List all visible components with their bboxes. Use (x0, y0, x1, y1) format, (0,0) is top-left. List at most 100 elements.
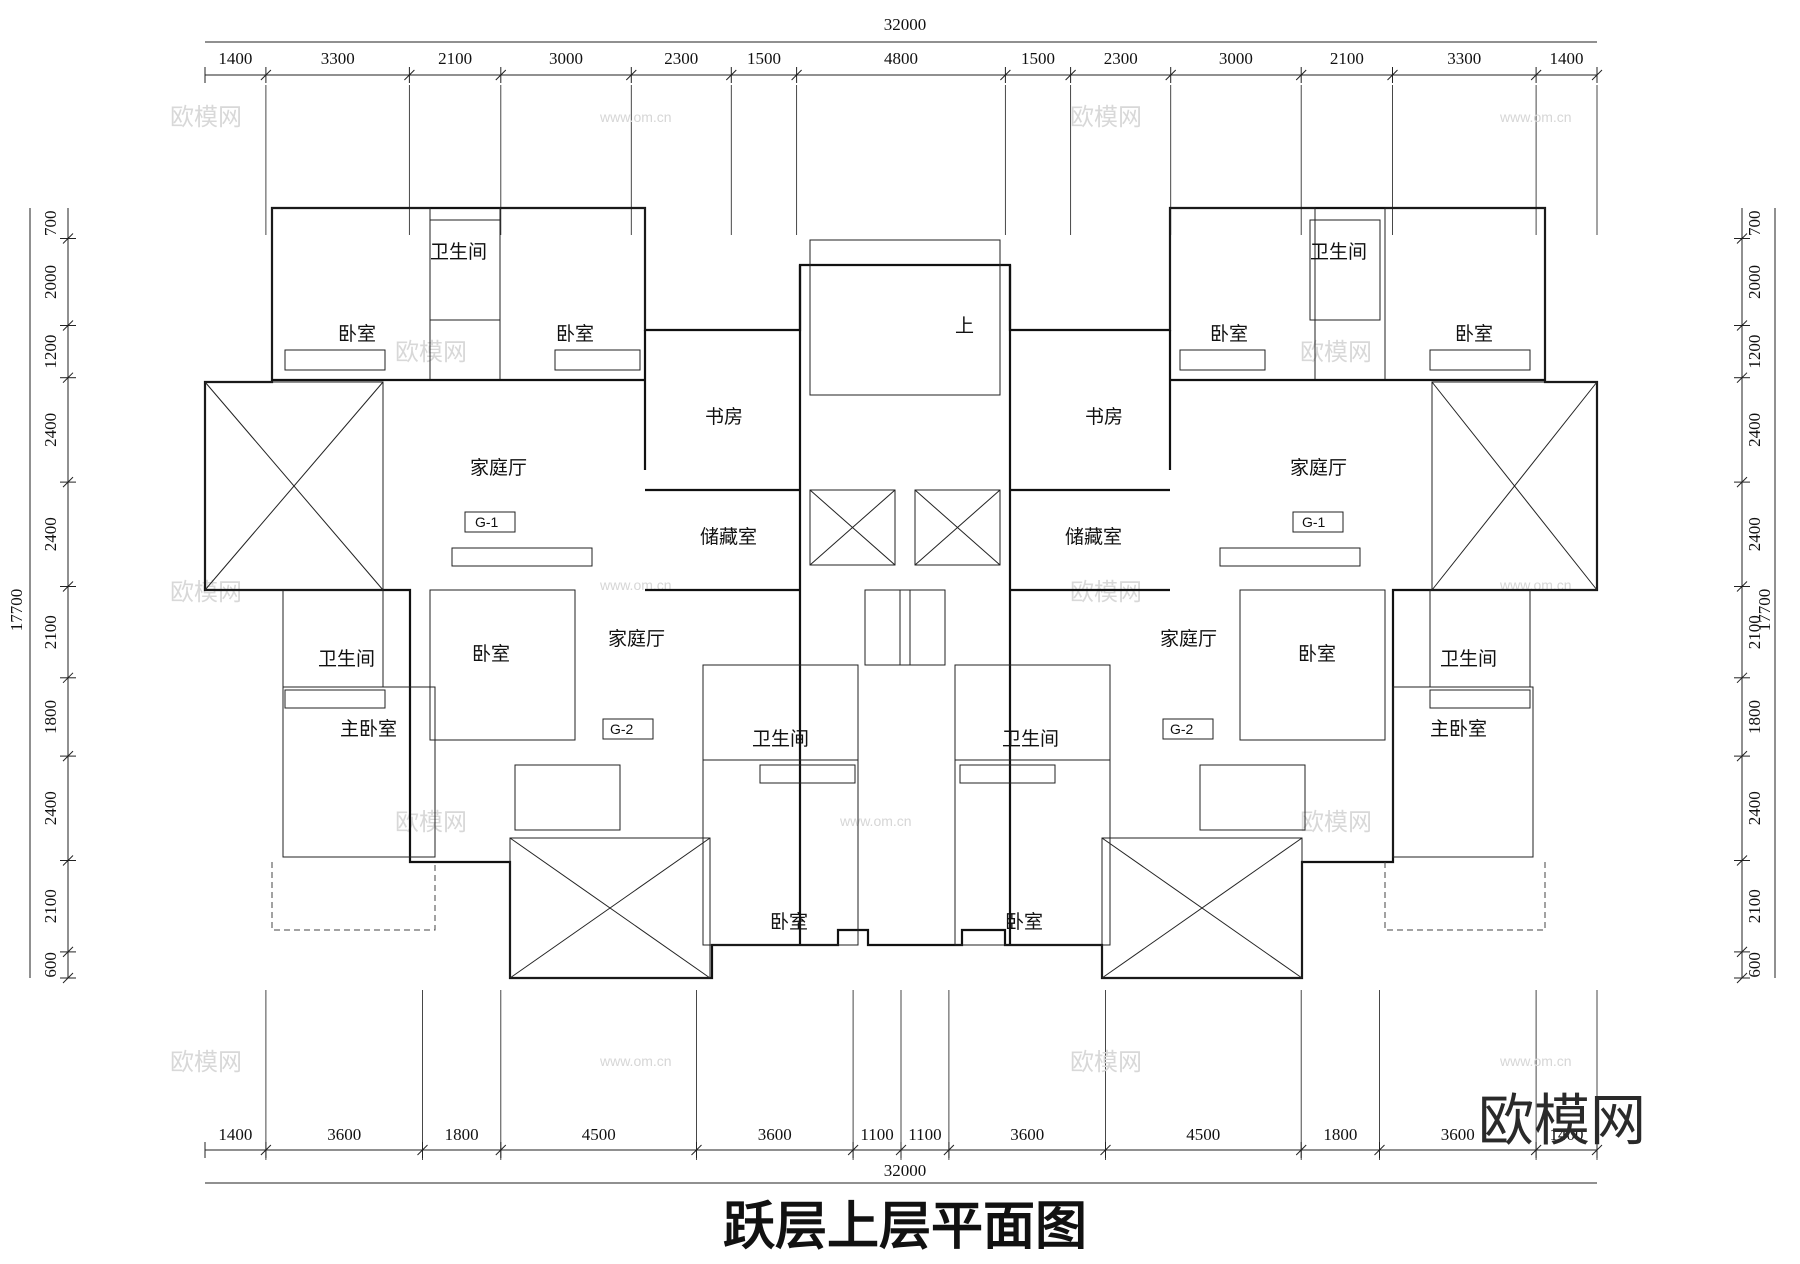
stair-tag-g2: G-2 (1170, 721, 1194, 737)
room-label-bedroom: 卧室 (1005, 911, 1043, 933)
dimension-value: 700 (1745, 210, 1764, 236)
dimension-value: 600 (1745, 952, 1764, 978)
dimension-value: 2100 (1745, 615, 1764, 649)
room-label-bathroom: 卫生间 (1310, 241, 1367, 263)
watermark-url: www.om.cn (839, 813, 912, 829)
dimension-value: 2300 (1104, 49, 1138, 68)
room-label-bedroom: 卧室 (770, 911, 808, 933)
dimension-value: 3300 (1447, 49, 1481, 68)
watermark-brand: 欧模网 (1070, 578, 1142, 606)
watermark-brand: 欧模网 (1070, 103, 1142, 131)
dimension-value: 1800 (1745, 700, 1764, 734)
drawing-title: 跃层上层平面图 (723, 1196, 1087, 1257)
dimension-value: 1400 (218, 1125, 252, 1144)
building-walls (203, 206, 1599, 980)
watermark-url: www.om.cn (1499, 1053, 1572, 1069)
watermark-url: www.om.cn (599, 1053, 672, 1069)
room-label-bathroom: 卫生间 (430, 241, 487, 263)
room-label-bathroom: 卫生间 (318, 648, 375, 670)
dimension-value: 1800 (445, 1125, 479, 1144)
dimension-value: 1400 (1550, 49, 1584, 68)
room-label-bathroom: 卫生间 (1002, 728, 1059, 750)
dimension-value: 1100 (908, 1125, 941, 1144)
room-label-bedroom: 卧室 (1210, 323, 1248, 345)
dimension-value: 2000 (41, 265, 60, 299)
dimension-value: 2300 (664, 49, 698, 68)
watermark-brand: 欧模网 (1300, 808, 1372, 836)
dimension-value: 1200 (1745, 335, 1764, 369)
dimension-value: 1400 (218, 49, 252, 68)
watermark-brand: 欧模网 (395, 338, 467, 366)
dimension-value: 2100 (41, 615, 60, 649)
dimension-value: 1400 (1550, 1125, 1584, 1144)
dimension-value: 3000 (549, 49, 583, 68)
dimension-right: 17700 700 2000 1200 2400 2400 2100 1800 2400 210… (1734, 208, 1776, 984)
room-label-family-hall: 家庭厅 (608, 628, 665, 650)
room-labels: 卫生间 卫生间 卧室 卧室 卧室 卧室 上 书房 书房 家庭厅 家庭厅 G-1 … (318, 241, 1497, 933)
dim-right-total: 17700 (1755, 589, 1774, 632)
room-label-storage: 储藏室 (700, 526, 757, 548)
dimension-value: 2100 (41, 889, 60, 923)
dimension-value: 2400 (41, 413, 60, 447)
dimension-value: 600 (41, 952, 60, 978)
watermark-url: www.om.cn (599, 109, 672, 125)
dimension-value: 4800 (884, 49, 918, 68)
dimension-value: 2400 (1745, 413, 1764, 447)
dimension-value: 3600 (327, 1125, 361, 1144)
dimension-value: 2400 (1745, 517, 1764, 551)
room-label-bathroom: 卫生间 (1440, 648, 1497, 670)
stair-tag-g2: G-2 (610, 721, 634, 737)
room-label-master-bedroom: 主卧室 (340, 718, 397, 740)
dimension-top: 32000 1400 3300 2100 3000 2300 1500 4800 1500 23… (204, 15, 1603, 83)
room-label-family-hall: 家庭厅 (1290, 457, 1347, 479)
dimension-value: 3600 (758, 1125, 792, 1144)
dimension-left: 17700 700 2000 1200 2400 2400 2100 1800 2400 210… (7, 208, 76, 984)
dimension-value: 3300 (321, 49, 355, 68)
watermark-brand: 欧模网 (1300, 338, 1372, 366)
room-label-bedroom: 卧室 (338, 323, 376, 345)
watermark-brand: 欧模网 (395, 808, 467, 836)
stair-tag-g1: G-1 (475, 514, 499, 530)
watermark-brand: 欧模网 (170, 1048, 242, 1076)
dimension-bottom: 32000 1400 3600 1800 4500 3600 1100 1100 3600 45… (204, 1125, 1603, 1184)
dimension-value: 2400 (1745, 791, 1764, 825)
room-label-bathroom: 卫生间 (752, 728, 809, 750)
dimension-value: 1200 (41, 335, 60, 369)
dimension-value: 700 (41, 210, 60, 236)
dimension-value: 1500 (1021, 49, 1055, 68)
dimension-value: 2400 (41, 517, 60, 551)
room-label-bedroom: 卧室 (472, 643, 510, 665)
room-label-master-bedroom: 主卧室 (1430, 718, 1487, 740)
dim-top-total: 32000 (884, 15, 927, 34)
dim-bottom-total: 32000 (884, 1161, 927, 1180)
axis-grid (265, 85, 1598, 1160)
dimension-value: 2100 (438, 49, 472, 68)
room-label-up: 上 (955, 315, 974, 337)
room-label-study: 书房 (705, 406, 743, 428)
room-label-study: 书房 (1085, 406, 1123, 428)
dimension-value: 2400 (41, 791, 60, 825)
watermark-brand: 欧模网 (170, 103, 242, 131)
room-label-family-hall: 家庭厅 (1160, 628, 1217, 650)
room-label-bedroom: 卧室 (1455, 323, 1493, 345)
room-label-family-hall: 家庭厅 (470, 457, 527, 479)
dimension-value: 1800 (1323, 1125, 1357, 1144)
room-label-storage: 储藏室 (1065, 526, 1122, 548)
dimension-value: 4500 (1186, 1125, 1220, 1144)
dimension-value: 1800 (41, 700, 60, 734)
watermark-url: www.om.cn (1499, 109, 1572, 125)
dimension-value: 2000 (1745, 265, 1764, 299)
dimension-value: 4500 (582, 1125, 616, 1144)
dimension-value: 3000 (1219, 49, 1253, 68)
room-label-bedroom: 卧室 (1298, 643, 1336, 665)
stair-tag-g1: G-1 (1302, 514, 1326, 530)
dimension-value: 3600 (1010, 1125, 1044, 1144)
dimension-value: 2100 (1745, 889, 1764, 923)
watermark-brand: 欧模网 (1070, 1048, 1142, 1076)
dim-left-total: 17700 (7, 589, 26, 632)
dimension-value: 1100 (860, 1125, 893, 1144)
dimension-value: 1500 (747, 49, 781, 68)
dimension-value: 2100 (1330, 49, 1364, 68)
logo: 欧模网 (1478, 1089, 1646, 1154)
